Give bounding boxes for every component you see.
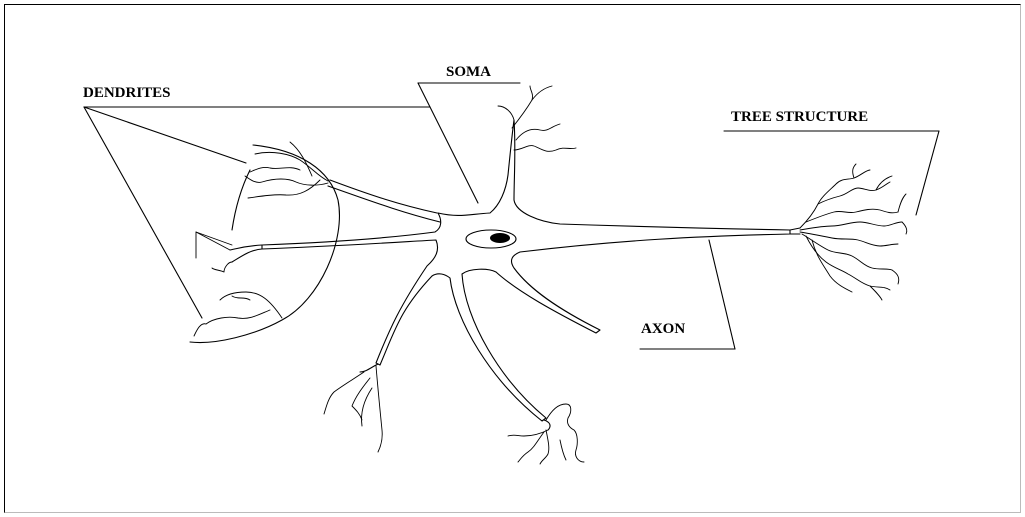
- label-axon: AXON: [641, 321, 685, 337]
- axon-pointer: [709, 240, 735, 349]
- dendrites-pointer-lower: [84, 107, 202, 318]
- bottom-dendrite: [508, 404, 584, 464]
- neuron-body: [262, 120, 790, 421]
- label-dendrites: DENDRITES: [83, 85, 171, 101]
- label-tree-structure: TREE STRUCTURE: [731, 109, 868, 125]
- label-soma: SOMA: [446, 64, 491, 80]
- dendrites-pointer-upper: [84, 107, 246, 163]
- nucleolus: [490, 233, 510, 243]
- tree-structure-pointer: [916, 131, 939, 215]
- upper-dendrite: [498, 86, 576, 151]
- soma-pointer: [418, 83, 478, 203]
- lower-left-dendrite: [324, 364, 382, 452]
- axon-terminal-tree: [790, 164, 907, 300]
